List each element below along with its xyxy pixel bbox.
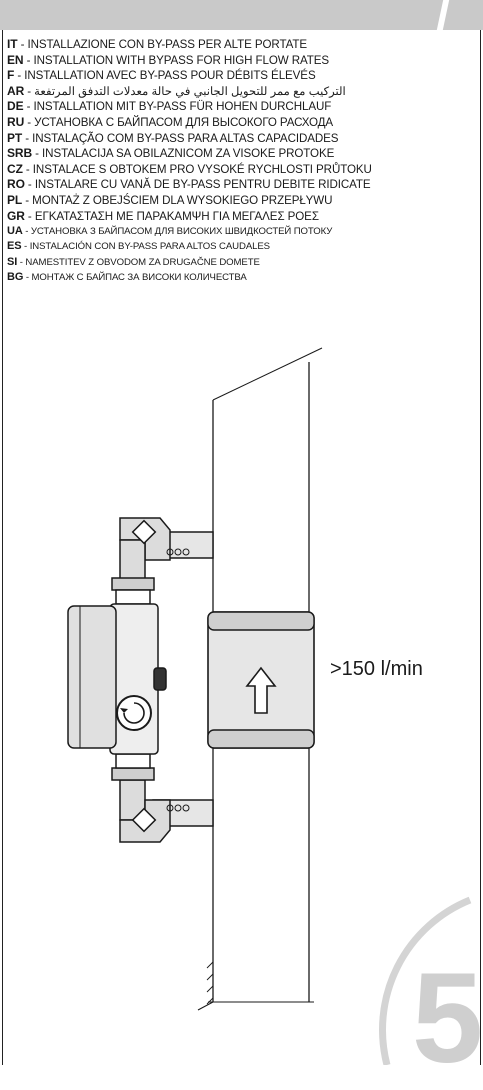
lang-text: - INSTALACIÓN CON BY-PASS PARA ALTOS CAU… [21,241,270,253]
lang-row-ru: RU - УСТАНОВКА С БАЙПАСОМ ДЛЯ ВЫСОКОГО Р… [7,115,481,131]
lang-text: - INSTALLAZIONE CON BY-PASS PER ALTE POR… [17,38,307,51]
lang-code: PT [7,130,23,145]
lang-code: F [7,68,15,83]
lang-code: IT [7,37,18,51]
bypass-pipework [67,517,214,843]
lang-row-f: F - INSTALLATION AVEC BY-PASS POUR DÉBIT… [7,68,481,84]
pressure-gauge-icon [116,695,152,731]
lang-row-ua: UA - УСТАНОВКА З БАЙПАСОМ ДЛЯ ВИСОКИХ ШВ… [7,224,481,239]
lang-row-pt: PT - INSTALAÇÃO COM BY-PASS PARA ALTAS C… [7,131,481,147]
lang-text: - NAMESTITEV Z OBVODOM ZA DRUGAČNE DOMET… [17,256,260,268]
lang-row-srb: SRB - INSTALACIJA SA OBILAZNICOM ZA VISO… [7,146,481,162]
lang-row-en: EN - INSTALLATION WITH BYPASS FOR HIGH F… [7,53,481,69]
lang-code: SI [7,255,18,268]
lang-code: BG [7,270,24,283]
frame-right-rule [480,30,481,1065]
lang-row-si: SI - NAMESTITEV Z OBVODOM ZA DRUGAČNE DO… [7,255,481,270]
lang-text: - УСТАНОВКА З БАЙПАСОМ ДЛЯ ВИСОКИХ ШВИДК… [22,226,333,238]
lang-text: - INSTALLATION MIT BY-PASS FÜR HOHEN DUR… [23,100,332,114]
lang-row-pl: PL - MONTAŻ Z OBEJŚCIEM DLA WYSOKIEGO PR… [7,193,481,209]
lang-row-ro: RO - INSTALARE CU VANĂ DE BY-PASS PENTRU… [7,177,481,193]
lang-text: - INSTALARE CU VANĂ DE BY-PASS PENTRU DE… [24,178,371,192]
lang-text: - INSTALLATION AVEC BY-PASS POUR DÉBITS … [14,69,316,83]
lang-code: RO [7,177,25,192]
lang-code: ES [7,240,22,253]
bypass-installation-drawing [67,347,472,1065]
lang-code: RU [7,114,25,129]
lang-text: - INSTALACE S OBTOKEM PRO VYSOKÉ RYCHLOS… [22,162,372,176]
lang-code: PL [7,192,23,207]
lang-row-it: IT - INSTALLAZIONE CON BY-PASS PER ALTE … [7,37,481,53]
lang-text: - МОНТАЖ С БАЙПАС ЗА ВИСОКИ КОЛИЧЕСТВА [23,271,247,283]
flow-rate-label: >150 l/min [330,658,423,680]
frame-left-rule [2,30,3,1065]
lang-code: SRB [7,146,33,161]
lang-text: - УСТАНОВКА С БАЙПАСОМ ДЛЯ ВЫСОКОГО РАСХ… [24,115,334,129]
flow-arrow-icon [245,666,277,714]
lang-code: UA [7,225,23,238]
lang-text: - التركيب مع ممر للتحويل الجانبي في حالة… [24,84,346,98]
lang-row-es: ES - INSTALACIÓN CON BY-PASS PARA ALTOS … [7,239,481,254]
lang-code: EN [7,52,24,67]
header-band [0,0,483,30]
lang-code: CZ [7,161,23,176]
lang-text: - ΕΓΚΑΤΑΣΤΑΣΗ ΜΕ ΠΑΡΑΚΑΜΨΗ ΓΙΑ ΜΕΓΑΛΕΣ Ρ… [24,209,319,223]
lang-code: AR [7,83,25,98]
elbow-dots [166,548,190,812]
filter-housing [207,611,315,749]
page-number: 5 [412,947,483,1090]
lang-code: DE [7,99,24,114]
lang-text: - MONTAŻ Z OBEJŚCIEM DLA WYSOKIEGO PRZEP… [22,193,333,207]
language-list: IT - INSTALLAZIONE CON BY-PASS PER ALTE … [7,37,481,285]
lang-row-de: DE - INSTALLATION MIT BY-PASS FÜR HOHEN … [7,99,481,115]
lang-text: - INSTALACIJA SA OBILAZNICOM ZA VISOKE P… [32,147,335,161]
page-number-arc [379,896,472,1065]
lang-text: - INSTALLATION WITH BYPASS FOR HIGH FLOW… [23,53,330,67]
floor-hatch [206,961,214,1005]
lang-row-cz: CZ - INSTALACE S OBTOKEM PRO VYSOKÉ RYCH… [7,162,481,178]
lang-row-gr: GR - ΕΓΚΑΤΑΣΤΑΣΗ ΜΕ ΠΑΡΑΚΑΜΨΗ ΓΙΑ ΜΕΓΑΛΕ… [7,209,481,225]
lang-row-bg: BG - МОНТАЖ С БАЙПАС ЗА ВИСОКИ КОЛИЧЕСТВ… [7,270,481,285]
lang-code: GR [7,208,25,223]
lang-row-ar: AR - التركيب مع ممر للتحويل الجانبي في ح… [7,84,481,100]
lang-text: - INSTALAÇÃO COM BY-PASS PARA ALTAS CAPA… [22,131,339,145]
